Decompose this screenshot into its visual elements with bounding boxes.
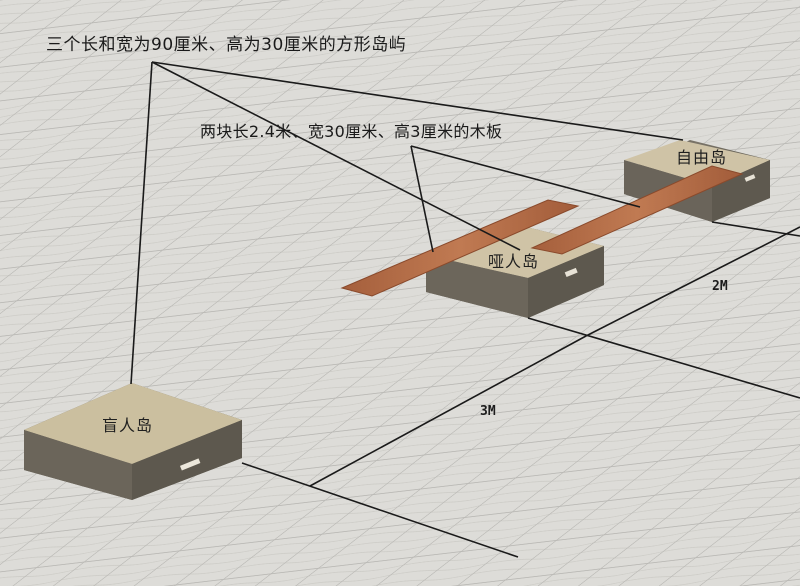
distance-2m-label: 2M	[712, 279, 728, 294]
leader-lines-boards	[410, 145, 641, 253]
distance-3m-label: 3M	[480, 404, 496, 419]
boards-caption: 两块长2.4米、宽30厘米、高3厘米的木板	[200, 122, 503, 141]
mute-island-label: 哑人岛	[488, 252, 540, 271]
board-right	[530, 165, 744, 255]
dimension-lines	[241, 221, 800, 558]
islands-caption: 三个长和宽为90厘米、高为30厘米的方形岛屿	[46, 35, 407, 55]
blind-island-label: 盲人岛	[102, 416, 154, 435]
free-island-label: 自由岛	[676, 148, 728, 167]
leader-lines-islands	[130, 61, 684, 385]
blind-island-box	[24, 383, 242, 500]
